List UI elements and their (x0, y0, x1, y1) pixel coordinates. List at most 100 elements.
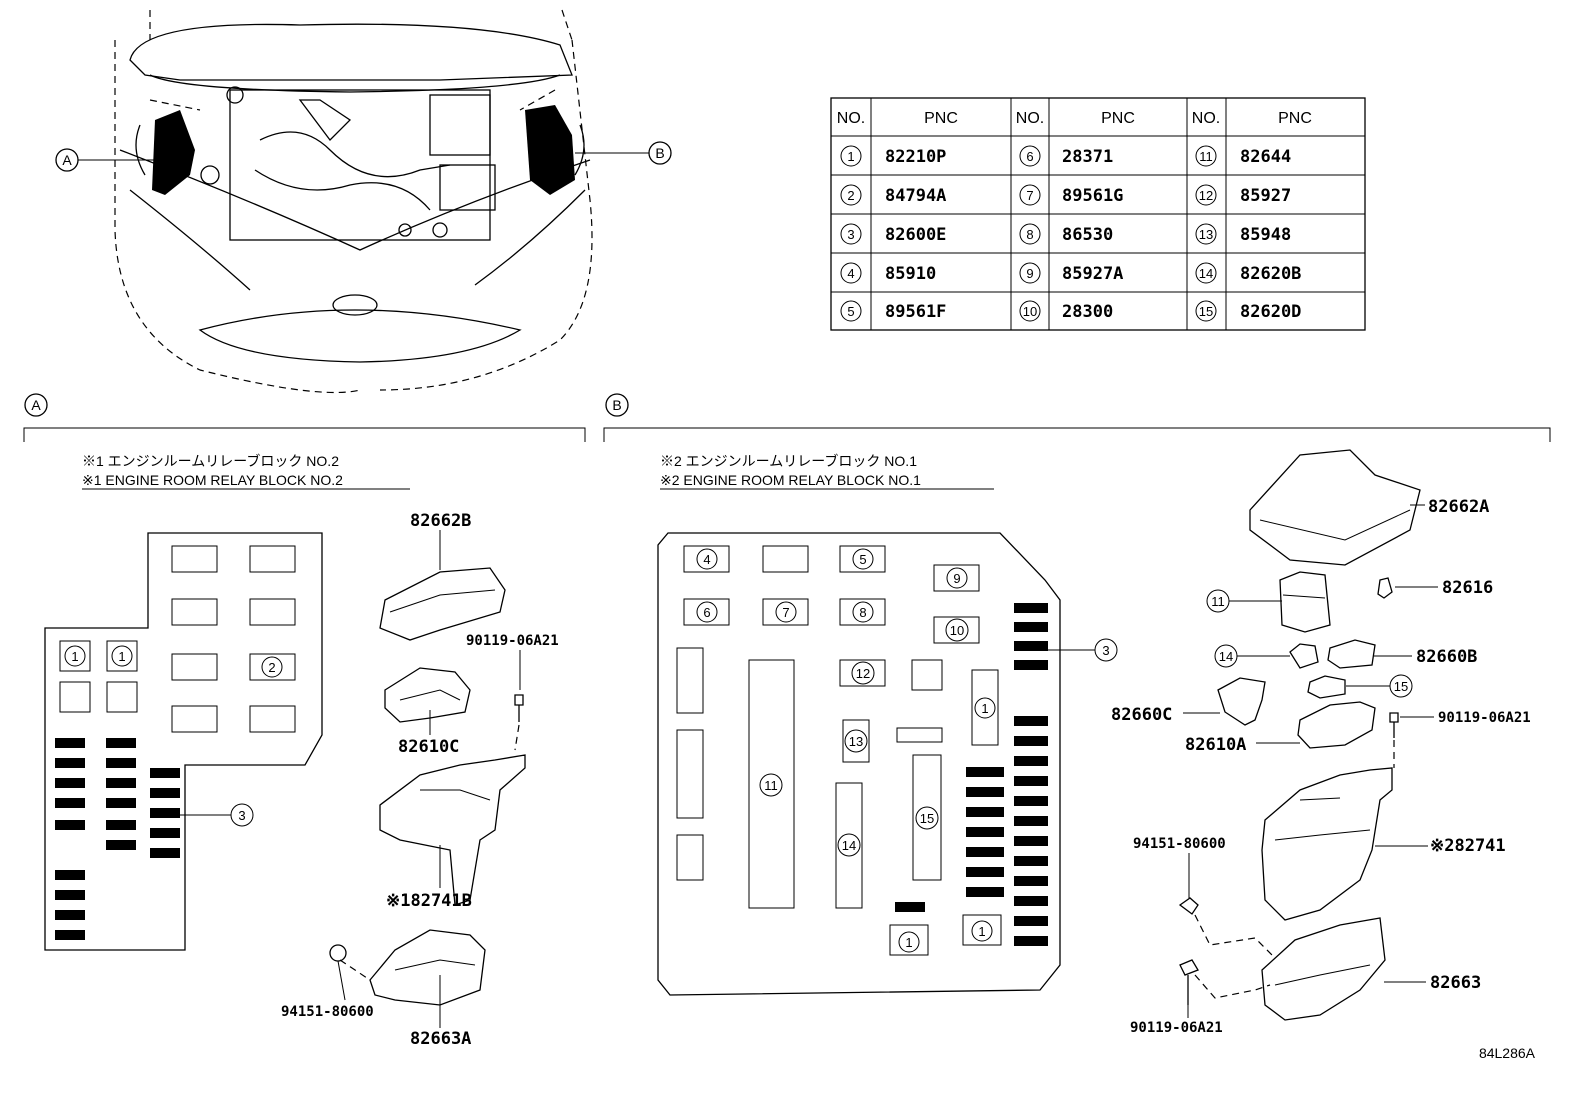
callout-a-label: A (62, 152, 72, 168)
table-no: 2 (847, 188, 854, 203)
table-no: 10 (1023, 304, 1037, 319)
marker-label: 1 (118, 649, 125, 664)
table-no: 11 (1199, 149, 1213, 164)
header-pnc-1: PNC (924, 110, 958, 127)
marker-circle (946, 567, 968, 589)
leader-line (1194, 974, 1271, 999)
section-b-label: B (612, 397, 621, 413)
marker-circle (915, 806, 939, 830)
marker-circle (974, 697, 996, 719)
marker-label: 1 (71, 649, 78, 664)
callout-b-label: B (655, 145, 664, 161)
marker-label: 12 (856, 666, 870, 681)
marker-label: 5 (859, 552, 866, 567)
table-pnc: 85927A (1062, 264, 1123, 284)
marker-circle (759, 773, 783, 797)
header-pnc-3: PNC (1278, 110, 1312, 127)
relay-block-no2-layout (44, 532, 323, 951)
part-label: ※282741 (1430, 836, 1506, 856)
section-a-parts (329, 567, 526, 1006)
section-b-title-jp: ※2 エンジンルームリレーブロック NO.1 (660, 453, 917, 469)
marker-label: 1 (905, 935, 912, 950)
marker-circle (111, 645, 133, 667)
marker-label: 8 (859, 605, 866, 620)
section-b-bracket (603, 427, 1551, 442)
section-a-title-jp: ※1 エンジンルームリレーブロック NO.2 (82, 453, 339, 469)
table-pnc: 89561F (885, 302, 946, 322)
marker-label: 1 (978, 924, 985, 939)
marker-circle (852, 601, 874, 623)
part-label: 82662A (1428, 497, 1489, 517)
marker-label: 9 (953, 571, 960, 586)
part-label: 82610A (1185, 735, 1246, 755)
part-label: 82663A (410, 1029, 471, 1049)
section-b-title-en: ※2 ENGINE ROOM RELAY BLOCK NO.1 (660, 472, 921, 488)
table-no: 6 (1026, 149, 1033, 164)
table-no: 13 (1199, 227, 1213, 242)
table-pnc: 85927 (1240, 186, 1291, 206)
marker-label: 13 (849, 734, 863, 749)
header-no-3: NO. (1192, 110, 1220, 127)
table-pnc: 84794A (885, 186, 946, 206)
part-label: 82660B (1416, 647, 1477, 667)
section-a-title-en: ※1 ENGINE ROOM RELAY BLOCK NO.2 (82, 472, 343, 488)
pnc-table: NO. PNC NO. PNC NO. PNC 1 82210P 6 28371… (830, 97, 1366, 331)
table-pnc: 82644 (1240, 147, 1291, 167)
table-pnc: 89561G (1062, 186, 1123, 206)
marker-circle (898, 931, 920, 953)
section-b-parts (1178, 449, 1421, 1021)
marker-label: 15 (1394, 679, 1408, 694)
marker-circle (64, 645, 86, 667)
table-no: 7 (1026, 188, 1033, 203)
marker-circle (852, 548, 874, 570)
table-pnc: 28371 (1062, 147, 1113, 167)
marker-label: 14 (1219, 649, 1233, 664)
marker-circle (261, 656, 283, 678)
leader-line (337, 960, 346, 1001)
marker-label: 11 (1211, 594, 1225, 609)
diagram-code: 84L286A (1479, 1045, 1536, 1061)
marker-label: 3 (1102, 643, 1109, 658)
part-label: ※182741B (386, 891, 472, 911)
part-label: 94151-80600 (281, 1004, 374, 1020)
part-label: 82616 (1442, 578, 1493, 598)
table-pnc: 85948 (1240, 225, 1291, 245)
table-no: 15 (1199, 304, 1213, 319)
relay-block-no1-layout (657, 532, 1061, 996)
marker-circle (696, 601, 718, 623)
table-pnc: 82620D (1240, 302, 1301, 322)
marker-label: 6 (703, 605, 710, 620)
part-label: 82660C (1111, 705, 1172, 725)
table-no: 9 (1026, 266, 1033, 281)
marker-label: 1 (981, 701, 988, 716)
part-label: 82663 (1430, 973, 1481, 993)
section-a-bracket (23, 427, 586, 442)
marker-label: 15 (920, 811, 934, 826)
table-no: 5 (847, 304, 854, 319)
marker-label: 10 (950, 623, 964, 638)
table-pnc: 82620B (1240, 264, 1301, 284)
leader-line (514, 724, 520, 751)
part-label: 90119-06A21 (1438, 710, 1531, 726)
marker-circle (837, 833, 861, 857)
table-pnc: 82210P (885, 147, 946, 167)
marker-label: 2 (268, 660, 275, 675)
marker-circle (851, 661, 875, 685)
part-label: 82662B (410, 511, 471, 531)
table-no: 14 (1199, 266, 1213, 281)
table-pnc: 28300 (1062, 302, 1113, 322)
marker-circle (696, 548, 718, 570)
table-pnc: 86530 (1062, 225, 1113, 245)
leader-line (1194, 914, 1273, 956)
table-no: 4 (847, 266, 854, 281)
header-pnc-2: PNC (1101, 110, 1135, 127)
marker-label: 4 (703, 552, 710, 567)
marker-circle (844, 729, 868, 753)
table-pnc: 85910 (885, 264, 936, 284)
table-pnc: 82600E (885, 225, 946, 245)
marker-label: 7 (782, 605, 789, 620)
table-no: 1 (847, 149, 854, 164)
table-no: 12 (1199, 188, 1213, 203)
section-a-circle (24, 393, 48, 417)
